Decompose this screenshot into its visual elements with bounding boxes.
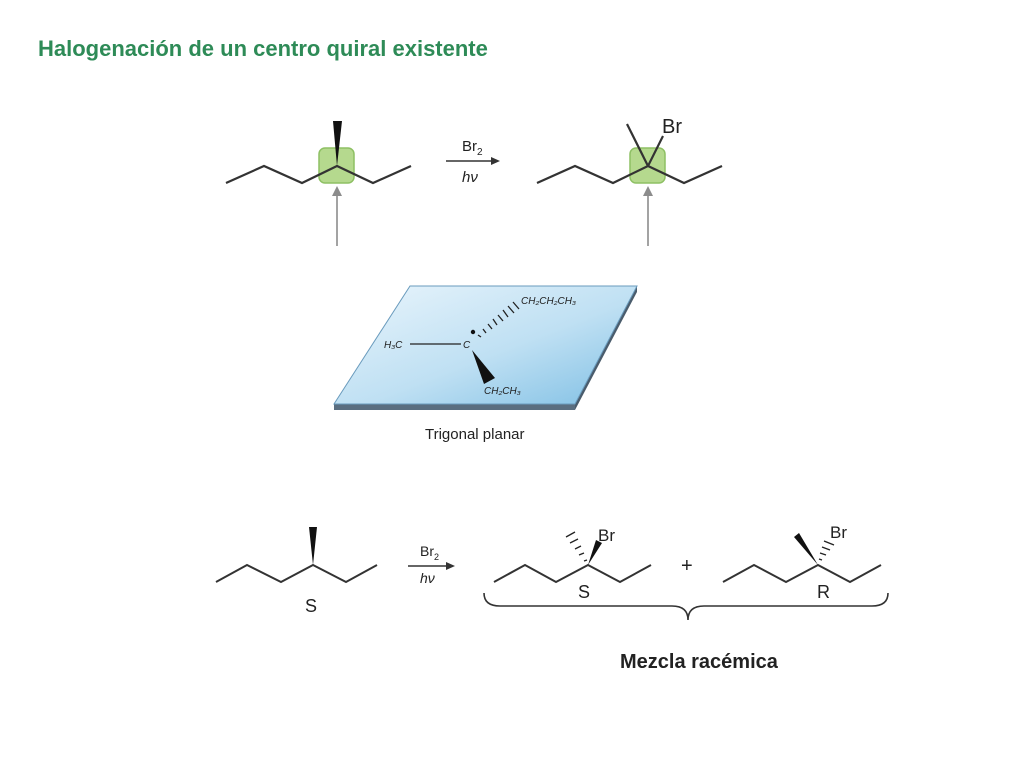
bottom-reactant: S xyxy=(215,527,378,616)
methyl-bond xyxy=(626,123,649,167)
carbon-skeleton xyxy=(215,563,378,584)
pointer-arrowhead xyxy=(332,186,342,196)
product-s: Br S xyxy=(493,526,652,602)
wedge-bond xyxy=(309,527,317,565)
reactant-configuration-label: S xyxy=(305,596,317,616)
propyl-label: CH₂CH₂CH₃ xyxy=(521,296,576,307)
carbon-skeleton xyxy=(225,164,412,185)
product-s-configuration-label: S xyxy=(578,582,590,602)
bottom-reaction-arrow: Br2 hν xyxy=(408,543,455,586)
trigonal-caption: Trigonal planar xyxy=(425,426,525,443)
hashed-bond xyxy=(477,301,520,338)
racemic-mixture-label: Mezcla racémica xyxy=(620,651,778,673)
trigonal-planar-diagram: H₃C C CH₂CH₂CH₃ CH₂CH₃ Trigonal planar xyxy=(333,285,638,443)
molecular-plane xyxy=(333,285,638,405)
methyl-label: H₃C xyxy=(384,340,403,351)
hashed-methyl-bond xyxy=(565,531,588,562)
racemic-mixture-brace xyxy=(483,592,889,621)
hashed-bromine-bond xyxy=(818,540,835,561)
pointer-arrowhead xyxy=(643,186,653,196)
ethyl-label: CH₂CH₃ xyxy=(484,386,521,397)
top-product: Br xyxy=(536,116,723,246)
wedge-bond xyxy=(472,350,495,384)
carbon-label: C xyxy=(463,340,471,351)
top-reactant xyxy=(225,121,412,246)
bromine-bond xyxy=(647,135,664,167)
slide-title: Halogenación de un centro quiral existen… xyxy=(38,36,488,61)
methyl-wedge xyxy=(794,533,818,565)
top-reaction-arrow: Br2 hν xyxy=(446,138,500,186)
product-r: Br R xyxy=(722,523,882,602)
carbon-skeleton xyxy=(722,563,882,584)
product-r-configuration-label: R xyxy=(817,582,830,602)
plane-edge-side xyxy=(575,286,637,410)
carbon-skeleton xyxy=(493,563,652,584)
bottom-reagent: Br2 xyxy=(420,543,439,562)
plane-edge xyxy=(334,404,575,410)
bromine-label: Br xyxy=(662,116,682,138)
top-reagent: Br2 xyxy=(462,138,483,158)
bromine-label: Br xyxy=(830,523,847,542)
carbon-skeleton xyxy=(536,164,723,185)
wedge-bond xyxy=(333,121,342,166)
radical-dot xyxy=(470,329,476,335)
bromine-wedge xyxy=(588,540,602,565)
bromine-label: Br xyxy=(598,526,615,545)
plus-sign: + xyxy=(681,555,693,577)
top-condition: hν xyxy=(462,169,478,186)
bottom-condition: hν xyxy=(420,570,435,586)
